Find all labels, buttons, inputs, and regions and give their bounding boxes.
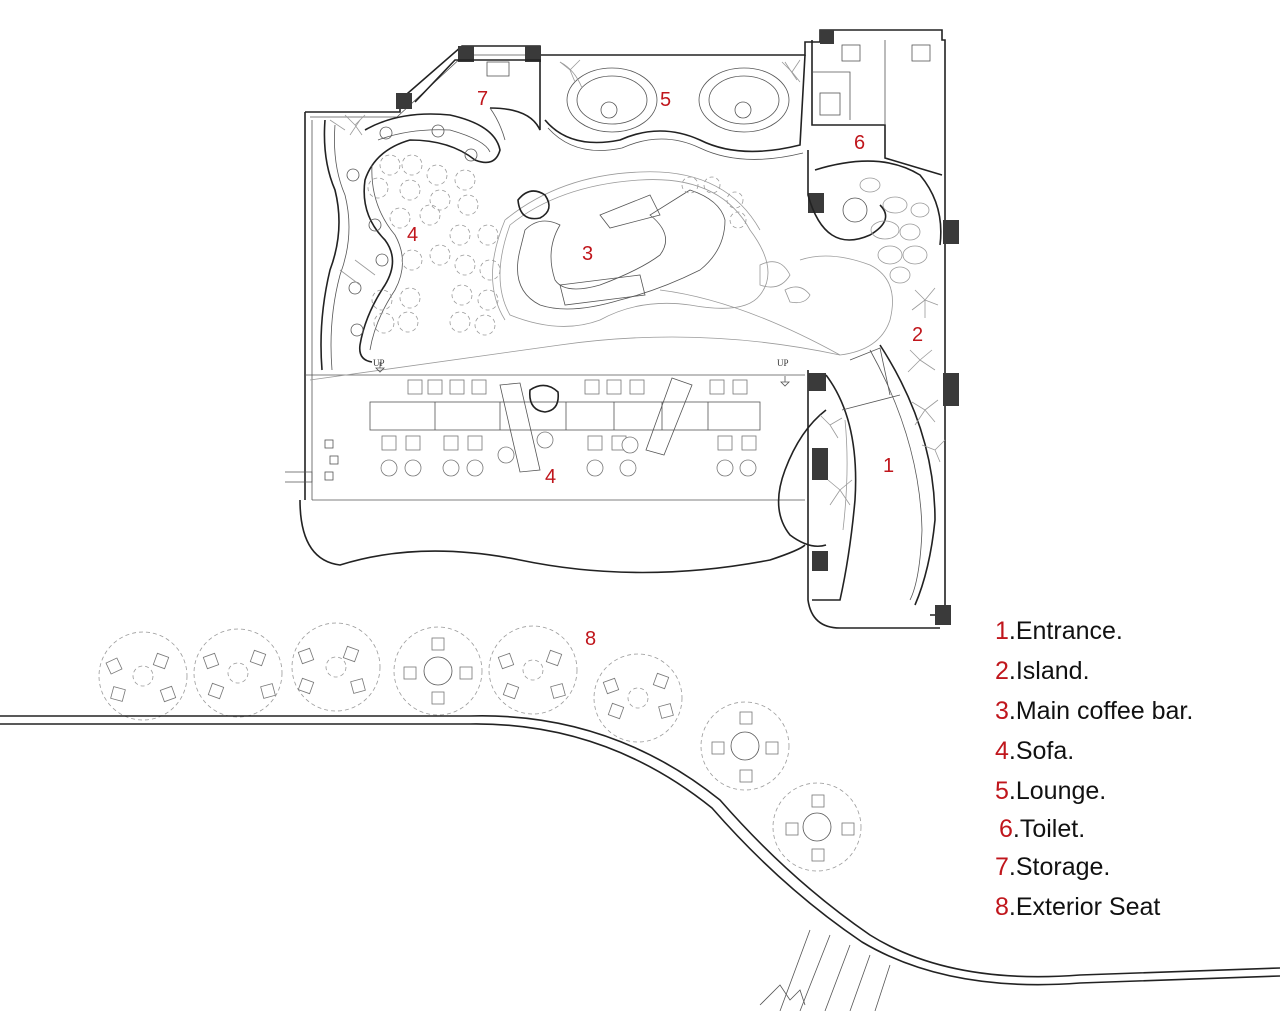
legend-item-storage: 7.Storage. xyxy=(995,853,1110,882)
legend-item-toilet: 6.Toilet. xyxy=(999,815,1085,844)
legend-label: .Lounge. xyxy=(1008,777,1107,805)
area-number-lounge: 5 xyxy=(660,89,671,111)
legend-label: .Sofa. xyxy=(1008,737,1075,765)
legend-number: 5 xyxy=(995,777,1009,805)
site-boundary xyxy=(0,715,1280,1011)
area-number-exterior: 8 xyxy=(585,628,596,650)
legend-label: .Exterior Seat xyxy=(1008,893,1161,921)
stair-up-label-right: UP xyxy=(777,358,789,368)
legend-item-entrance: 1.Entrance. xyxy=(995,617,1123,646)
exterior-seating xyxy=(98,622,862,872)
legend-number: 1 xyxy=(995,617,1009,645)
legend-label: .Entrance. xyxy=(1008,617,1123,645)
area-labels: 1 2 3 4 4 5 6 7 8 UP UP xyxy=(373,88,923,650)
legend-number: 7 xyxy=(995,853,1009,881)
area-number-sofa-upper: 4 xyxy=(407,224,418,246)
planter-icons xyxy=(344,59,946,506)
stair-up-label-left: UP xyxy=(373,358,385,368)
toilet-area xyxy=(807,40,943,284)
main-coffee-bar xyxy=(309,171,893,381)
sofa-cushions xyxy=(346,124,478,337)
legend-item-exterior-seat: 8.Exterior Seat xyxy=(995,893,1160,922)
legend-label: .Island. xyxy=(1008,657,1090,685)
counter-chairs xyxy=(380,379,757,477)
legend-item-coffee-bar: 3.Main coffee bar. xyxy=(995,697,1193,726)
legend-number: 6 xyxy=(999,815,1013,843)
legend-item-sofa: 4.Sofa. xyxy=(995,737,1074,766)
legend-item-lounge: 5.Lounge. xyxy=(995,777,1106,806)
lounge-area xyxy=(544,54,806,160)
sofa-zone-lower xyxy=(324,362,790,481)
legend-label: .Toilet. xyxy=(1012,815,1086,843)
legend-number: 8 xyxy=(995,893,1009,921)
legend-label: .Storage. xyxy=(1008,853,1111,881)
building-walls xyxy=(285,29,946,629)
legend-item-island: 2.Island. xyxy=(995,657,1090,686)
area-number-coffee-bar: 3 xyxy=(582,243,593,265)
legend-number: 4 xyxy=(995,737,1009,765)
legend-number: 3 xyxy=(995,697,1009,725)
sofa-zone-upper xyxy=(320,113,747,371)
round-seats xyxy=(367,154,747,336)
structural-columns xyxy=(396,30,959,625)
storage-room xyxy=(414,59,541,141)
area-number-island: 2 xyxy=(912,324,923,346)
legend-label: .Main coffee bar. xyxy=(1008,697,1194,725)
area-number-storage: 7 xyxy=(477,88,488,110)
area-number-entrance: 1 xyxy=(883,455,894,477)
area-number-toilet: 6 xyxy=(854,132,865,154)
legend-number: 2 xyxy=(995,657,1009,685)
exterior-chairs xyxy=(105,637,855,862)
area-number-sofa-lower: 4 xyxy=(545,466,556,488)
entrance-area xyxy=(777,344,936,606)
